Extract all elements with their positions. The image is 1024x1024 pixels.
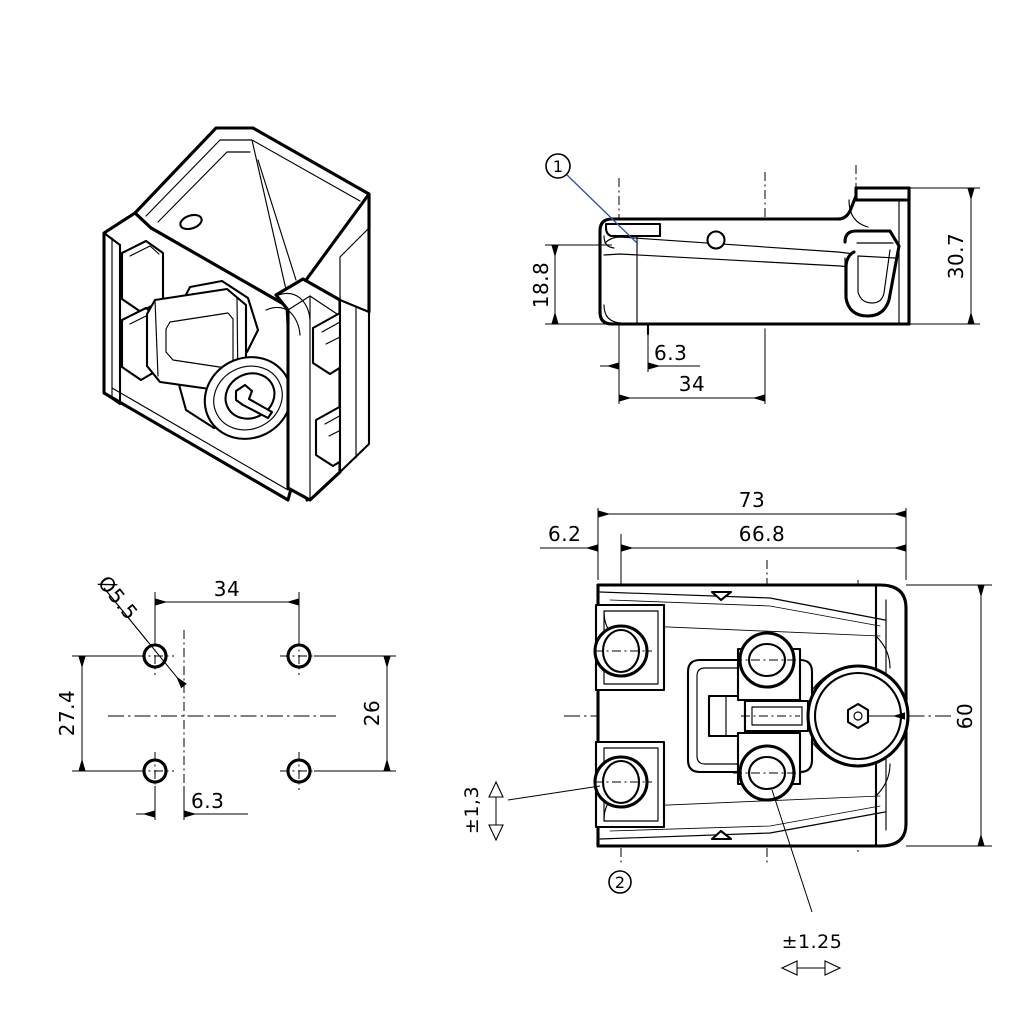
side-hook-fillet xyxy=(848,199,869,228)
plan-cam-lobe-bottom-2 xyxy=(811,741,846,765)
dim-73-text: 73 xyxy=(739,488,765,512)
dim-27-4-text: 27.4 xyxy=(55,690,79,737)
iso-cylinder-mid xyxy=(213,365,283,431)
dim-6-3-holes: 6.3 xyxy=(136,786,248,820)
dim-18-8: 18.8 xyxy=(529,244,612,325)
dim-6-2-text: 6.2 xyxy=(548,522,581,546)
plan-rib-fillet-top xyxy=(875,635,891,669)
iso-keyway xyxy=(234,383,274,420)
isometric-view xyxy=(102,126,371,502)
balloon-1-circle xyxy=(545,153,571,179)
dim-dia-5-5-leader-2 xyxy=(103,587,149,643)
tolerance-horizontal-arrow-right xyxy=(824,960,842,976)
dim-26: 26 xyxy=(314,655,396,772)
side-bottom-left-fillet xyxy=(603,304,622,324)
plan-pocket-lower-left xyxy=(593,740,666,829)
plan-taper-top-2 xyxy=(609,599,881,627)
balloon-1-leader xyxy=(565,173,639,245)
plan-hole-upper-centre-inner xyxy=(747,642,787,678)
dim-30-7-text: 30.7 xyxy=(944,233,968,280)
tolerance-vertical-arrow-down xyxy=(488,824,504,842)
dim-34-side: 34 xyxy=(618,330,766,404)
plan-notch-bottom xyxy=(710,829,733,841)
dim-6-3-side-text: 6.3 xyxy=(654,341,687,365)
plan-notch-top xyxy=(710,590,733,602)
dim-60-text: 60 xyxy=(953,703,977,729)
tolerance-vertical-text: ±1,3 xyxy=(461,786,483,834)
iso-shoulder-curve xyxy=(275,292,311,321)
plan-hex-socket-bore xyxy=(853,711,863,721)
plan-taper-top xyxy=(599,591,886,621)
plan-rib-fillet-bottom xyxy=(875,763,891,797)
side-plate-hole xyxy=(706,230,726,250)
plan-cylinder xyxy=(806,664,910,768)
dim-34-side-text: 34 xyxy=(679,372,705,396)
tolerance-horizontal-text: ±1.25 xyxy=(782,931,843,953)
tolerance-horizontal-leader xyxy=(771,789,813,913)
iso-top-crease-1 xyxy=(145,139,361,217)
plan-cam-lobe-bottom xyxy=(819,747,859,767)
dim-26-text: 26 xyxy=(360,700,384,726)
dim-27-4: 27.4 xyxy=(55,655,140,772)
hole-top-left xyxy=(136,637,174,675)
plan-taper-bottom xyxy=(599,811,886,840)
tolerance-horizontal-arrow-left xyxy=(780,960,798,976)
iso-shoulder-curve-2 xyxy=(265,306,301,336)
dim-6-3-holes-text: 6.3 xyxy=(191,789,224,813)
dim-34-holes-text: 34 xyxy=(214,577,240,601)
balloon-2-circle xyxy=(608,870,632,894)
iso-cylinder-inner xyxy=(224,372,276,420)
iso-slide-window xyxy=(165,312,234,369)
iso-front-bottom-bevel xyxy=(111,387,289,491)
dim-30-7: 30.7 xyxy=(909,187,980,325)
side-hook-top-plate xyxy=(854,186,911,202)
plan-cam-lobe-top xyxy=(819,665,859,685)
side-hook-arm-inner xyxy=(857,249,891,304)
side-left-lip xyxy=(604,222,662,238)
iso-slot-upper-inner xyxy=(129,245,160,257)
dim-66-8: 66.8 xyxy=(620,508,907,580)
dim-34-holes: 34 xyxy=(154,577,300,640)
plan-pocket-upper-left xyxy=(593,603,666,692)
dim-18-8-text: 18.8 xyxy=(529,262,553,309)
plan-taper-bottom-2 xyxy=(609,805,881,832)
iso-top-crease-4 xyxy=(257,159,297,281)
balloon-2-text: 2 xyxy=(615,873,625,892)
iso-top-dimple xyxy=(179,213,203,231)
hole-top-right xyxy=(280,637,318,675)
plan-cam-lobe-top-2 xyxy=(811,667,846,691)
tolerance-vertical-arrow-up xyxy=(488,780,504,798)
iso-slide-edge-1 xyxy=(154,299,159,377)
plan-bolt-window-inner xyxy=(751,706,803,726)
tolerance-horizontal: ±1.25 xyxy=(771,789,843,976)
tolerance-vertical-leader xyxy=(507,785,601,801)
balloon-2[interactable]: 2 xyxy=(608,870,632,894)
iso-right-flange xyxy=(338,298,371,474)
plan-hole-upper-centre xyxy=(733,631,802,702)
iso-top-crease-2 xyxy=(157,151,251,223)
plan-hole-lower-centre xyxy=(733,731,802,802)
dim-6-2: 6.2 xyxy=(540,522,640,552)
balloon-1[interactable]: 1 xyxy=(545,153,639,245)
iso-top-crease-3 xyxy=(251,139,288,295)
plan-hex-socket xyxy=(846,702,870,730)
dim-60: 60 xyxy=(906,584,992,847)
plan-bolt-block xyxy=(707,694,747,738)
dim-66-8-text: 66.8 xyxy=(739,522,786,546)
side-elevation-view: 18.8 30.7 6.3 34 1 xyxy=(529,153,980,404)
tolerance-vertical: ±1,3 xyxy=(461,780,601,842)
hole-bottom-left xyxy=(136,752,174,790)
balloon-1-text: 1 xyxy=(553,157,563,176)
iso-left-edge-strip xyxy=(102,231,122,406)
hole-bottom-right xyxy=(280,752,318,790)
plan-hole-lower-centre-inner xyxy=(747,755,787,791)
plan-view: 73 66.8 6.2 60 xyxy=(461,488,992,976)
